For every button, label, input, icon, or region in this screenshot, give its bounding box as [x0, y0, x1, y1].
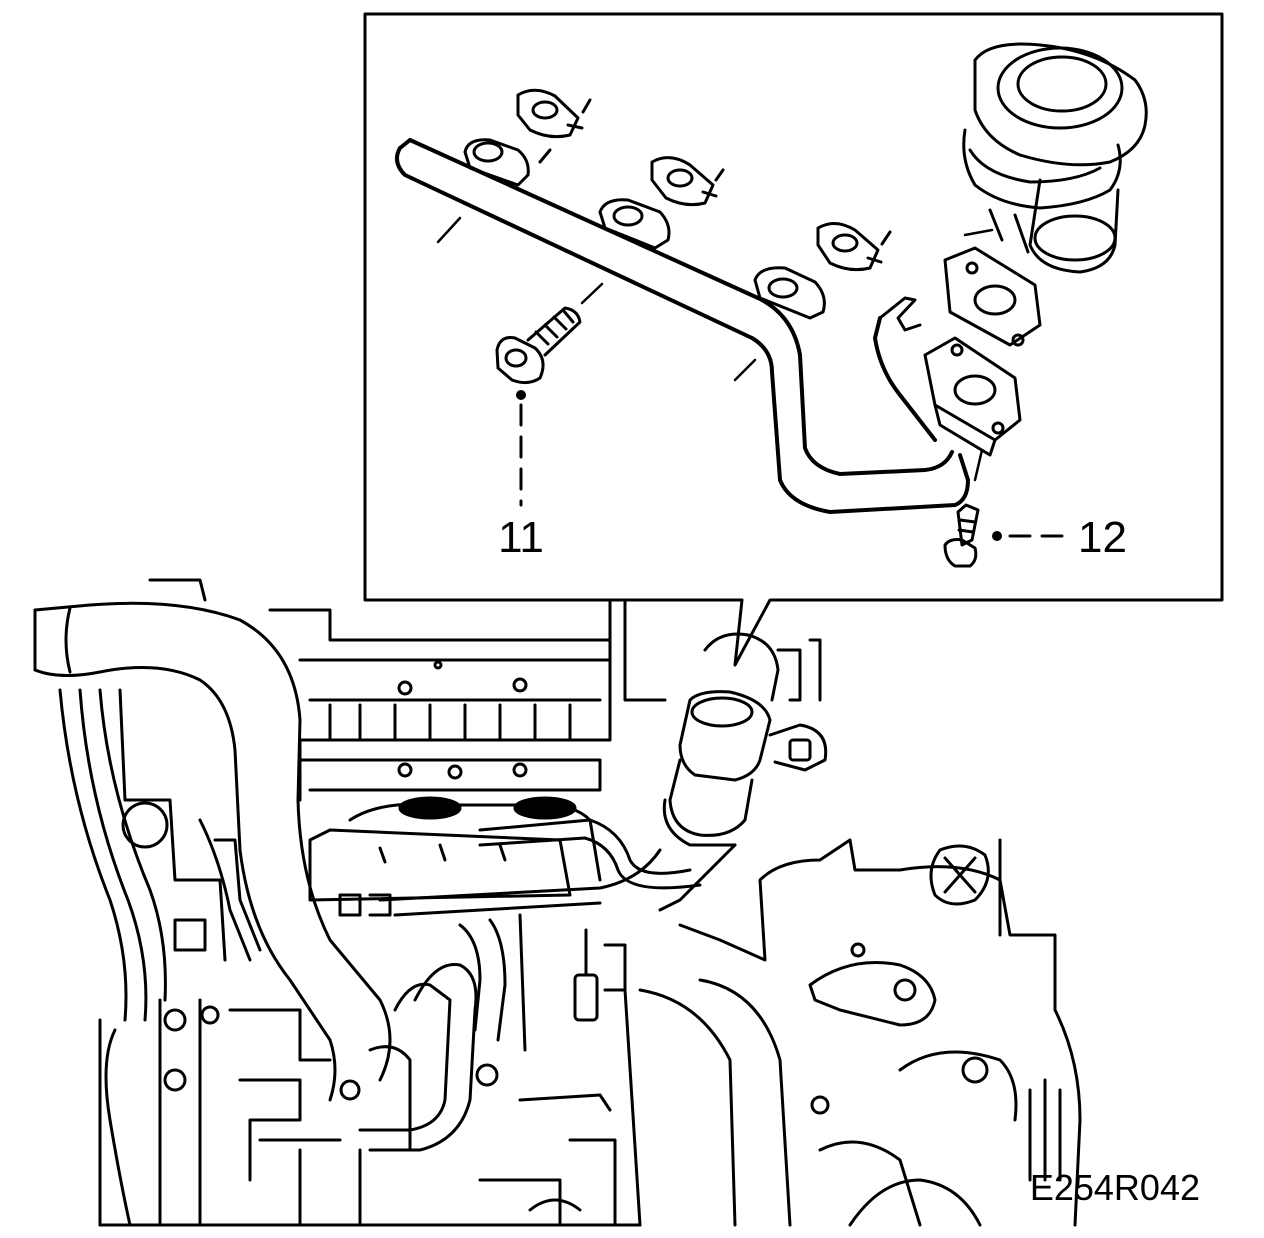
flange-plate [923, 336, 1022, 457]
rail-boss-3 [753, 266, 826, 320]
wiring-harness [358, 913, 627, 1152]
callout-11: 11 [498, 513, 544, 562]
valve-cover [308, 796, 602, 917]
inset-frame [363, 12, 1224, 667]
screw-11 [495, 306, 582, 385]
rail-boss-2 [598, 198, 671, 250]
callout-12: 12 [1078, 513, 1127, 562]
leader-12 [992, 531, 1072, 541]
center-line-dashes [436, 216, 994, 482]
cylinder-head [148, 578, 667, 802]
engine-view [33, 578, 1082, 1227]
rail-boss-1 [463, 138, 530, 187]
engine-block-left [98, 688, 362, 1227]
detail-inset: 11 12 [363, 12, 1224, 667]
gasket-upper [943, 246, 1042, 347]
pipe-rail [394, 138, 970, 514]
figure-id: E254R042 [1030, 1167, 1200, 1208]
leader-11 [516, 390, 526, 507]
air-valve [962, 42, 1148, 274]
screw-12 [943, 503, 980, 568]
intake-hose [33, 601, 392, 1102]
installed-air-valve [658, 632, 828, 912]
connecting-pipe [378, 818, 702, 917]
gearbox-housing [638, 838, 1082, 1227]
engine-block-lower [98, 988, 642, 1227]
seal-ring-3 [816, 222, 892, 272]
seal-ring-1 [516, 88, 592, 164]
seal-ring-2 [650, 156, 725, 207]
